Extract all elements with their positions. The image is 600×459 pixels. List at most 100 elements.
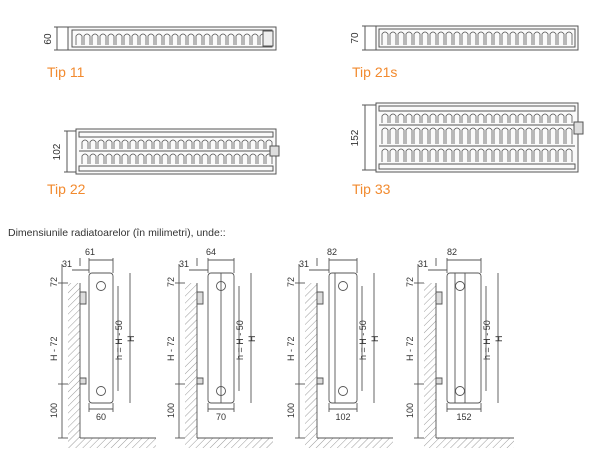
convector-rib bbox=[137, 153, 145, 164]
convector-rib bbox=[437, 113, 445, 123]
convector-rib bbox=[241, 139, 249, 149]
convector-rib bbox=[163, 33, 171, 45]
convector-rib bbox=[121, 139, 129, 149]
detail-2-total-height: H bbox=[247, 336, 257, 343]
convector-rib bbox=[201, 139, 209, 149]
convector-rib bbox=[251, 33, 259, 45]
radiator-types-illustration: 60 70 102 152 bbox=[43, 25, 584, 175]
convector-rib bbox=[89, 153, 97, 164]
convector-rib bbox=[113, 153, 121, 164]
convector-rib bbox=[405, 31, 413, 45]
detail-3-floor-gap: 100 bbox=[286, 403, 296, 418]
detail-1-top-width: 61 bbox=[85, 247, 95, 257]
convector-rib bbox=[549, 31, 557, 45]
convector-rib bbox=[405, 113, 413, 123]
convector-rib bbox=[421, 127, 429, 144]
convector-rib bbox=[421, 113, 429, 123]
convector-rib bbox=[469, 113, 477, 123]
convector-rib bbox=[501, 127, 509, 144]
convector-rib bbox=[413, 148, 421, 162]
convector-rib bbox=[81, 139, 89, 149]
detail-2-floor-gap: 100 bbox=[166, 403, 176, 418]
convector-rib bbox=[171, 33, 179, 45]
convector-rib bbox=[509, 31, 517, 45]
convector-rib bbox=[147, 33, 155, 45]
dimensions-caption: Dimensiunile radiatoarelor (în milimetri… bbox=[8, 227, 226, 239]
convector-rib bbox=[179, 33, 187, 45]
convector-rib bbox=[437, 148, 445, 162]
convector-rib bbox=[453, 148, 461, 162]
convector-rib bbox=[169, 153, 177, 164]
convector-rib bbox=[233, 139, 241, 149]
convector-rib bbox=[177, 153, 185, 164]
tip-11-section bbox=[54, 26, 277, 51]
detail-1-bottom-width: 60 bbox=[96, 412, 106, 422]
detail-3-bottom-width: 102 bbox=[335, 412, 350, 422]
convector-rib bbox=[453, 31, 461, 45]
convector-rib bbox=[421, 31, 429, 45]
convector-rib bbox=[397, 148, 405, 162]
detail-2-wall-height: H - 72 bbox=[166, 336, 176, 361]
convector-rib bbox=[185, 153, 193, 164]
convector-rib bbox=[541, 148, 549, 162]
tip-22-height: 102 bbox=[52, 143, 63, 160]
convector-rib bbox=[225, 139, 233, 149]
convector-rib bbox=[501, 113, 509, 123]
convector-rib bbox=[413, 127, 421, 144]
tip-33-label: Tip 33 bbox=[352, 181, 391, 197]
convector-rib bbox=[217, 153, 225, 164]
convector-rib bbox=[509, 148, 517, 162]
convector-rib bbox=[81, 153, 89, 164]
convector-rib bbox=[541, 113, 549, 123]
convector-rib bbox=[461, 127, 469, 144]
convector-rib bbox=[557, 113, 565, 123]
convector-rib bbox=[209, 139, 217, 149]
detail-4-floor-gap: 100 bbox=[405, 403, 415, 418]
convector-rib bbox=[89, 139, 97, 149]
detail-2-inner-height: h = H - 50 bbox=[235, 320, 245, 360]
convector-rib bbox=[517, 31, 525, 45]
convector-rib bbox=[501, 148, 509, 162]
convector-rib bbox=[501, 31, 509, 45]
convector-rib bbox=[557, 31, 565, 45]
convector-rib bbox=[397, 113, 405, 123]
detail-2-bottom-width: 70 bbox=[216, 412, 226, 422]
convector-rib bbox=[225, 153, 233, 164]
convector-rib bbox=[541, 31, 549, 45]
convector-rib bbox=[461, 113, 469, 123]
convector-rib bbox=[437, 31, 445, 45]
convector-rib bbox=[249, 153, 257, 164]
convector-rib bbox=[389, 148, 397, 162]
convector-rib bbox=[469, 148, 477, 162]
convector-rib bbox=[91, 33, 99, 45]
convector-rib bbox=[257, 153, 265, 164]
convector-rib bbox=[445, 127, 453, 144]
convector-rib bbox=[203, 33, 211, 45]
convector-rib bbox=[525, 113, 533, 123]
convector-rib bbox=[129, 139, 137, 149]
convector-rib bbox=[397, 31, 405, 45]
convector-rib bbox=[185, 139, 193, 149]
convector-rib bbox=[485, 148, 493, 162]
convector-rib bbox=[477, 127, 485, 144]
convector-rib bbox=[485, 127, 493, 144]
convector-rib bbox=[243, 33, 251, 45]
convector-rib bbox=[461, 148, 469, 162]
convector-rib bbox=[155, 33, 163, 45]
convector-rib bbox=[115, 33, 123, 45]
convector-rib bbox=[421, 148, 429, 162]
convector-rib bbox=[429, 113, 437, 123]
detail-4-side-offset: 31 bbox=[418, 259, 428, 269]
tip-11-height: 60 bbox=[43, 33, 54, 45]
convector-rib bbox=[161, 153, 169, 164]
convector-rib bbox=[249, 139, 257, 149]
convector-rib bbox=[509, 127, 517, 144]
convector-rib bbox=[187, 33, 195, 45]
convector-rib bbox=[193, 139, 201, 149]
convector-rib bbox=[99, 33, 107, 45]
convector-rib bbox=[233, 153, 241, 164]
convector-rib bbox=[469, 127, 477, 144]
detail-1-floor-gap: 100 bbox=[49, 403, 59, 418]
convector-rib bbox=[121, 153, 129, 164]
